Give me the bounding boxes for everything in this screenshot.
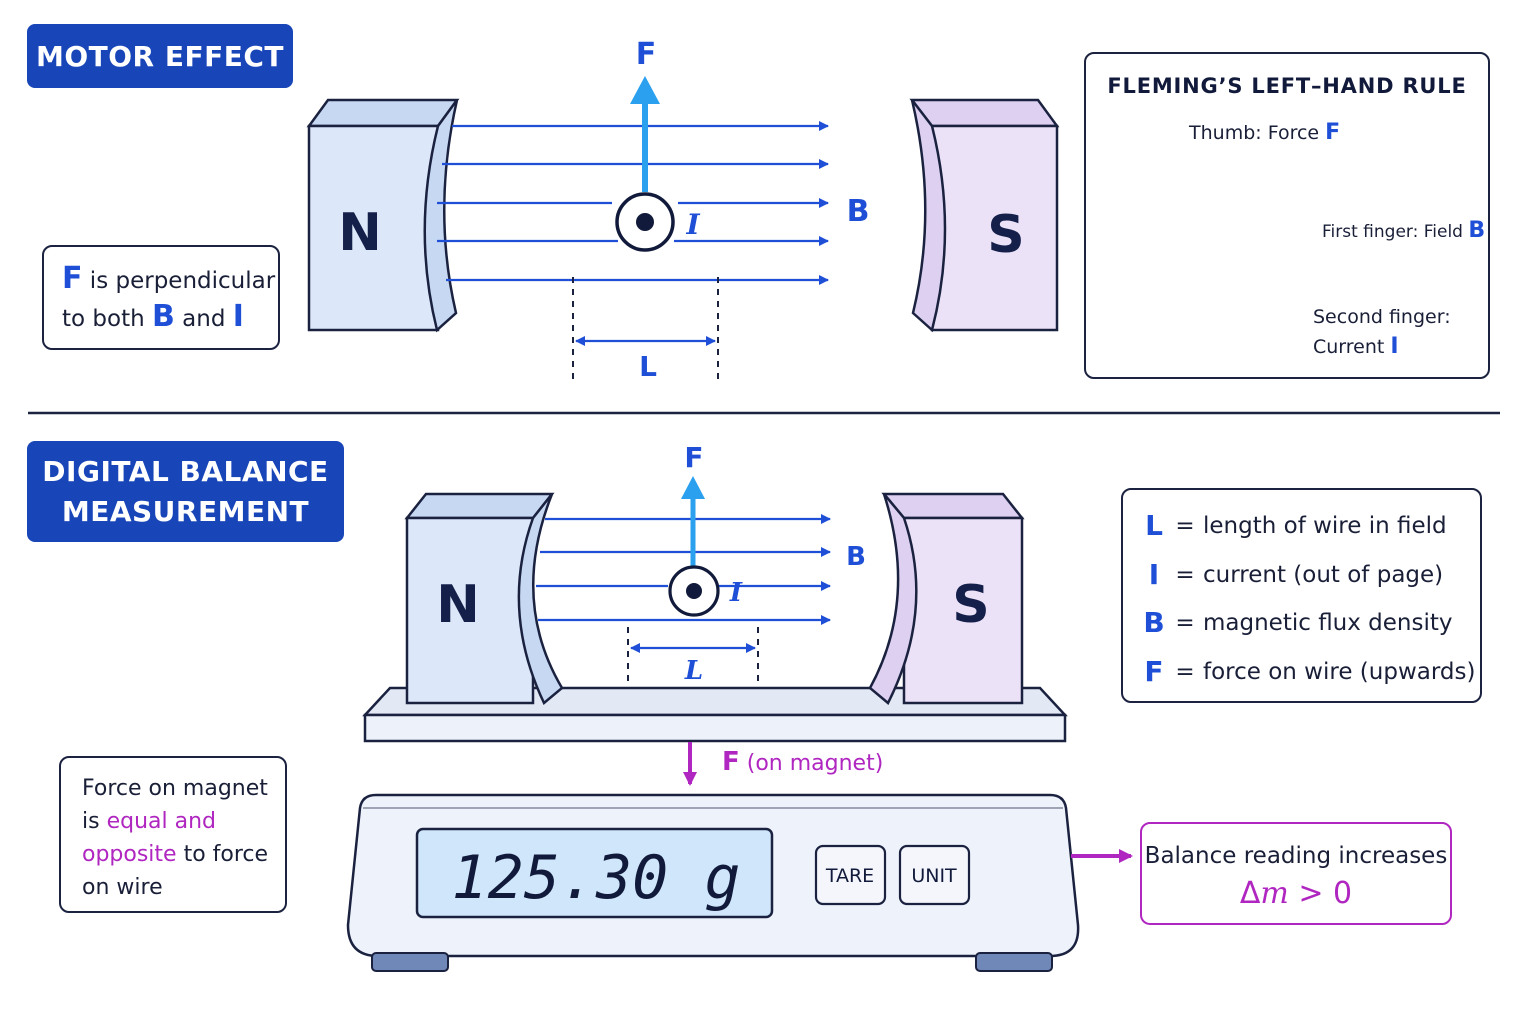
reading-text: Balance reading increases [1144, 843, 1448, 869]
legend-row: F=force on wire (upwards) [1144, 654, 1476, 688]
force-label-balance: F [684, 441, 703, 474]
field-label-balance: B [846, 542, 866, 572]
force-on-magnet-note: Force on magnet is equal and opposite to… [59, 756, 287, 913]
force-label: F [636, 37, 657, 72]
field-label: B [847, 194, 870, 229]
south-label: S [987, 205, 1024, 265]
legend-row: L=length of wire in field [1145, 509, 1447, 543]
perp-text2: to both [62, 306, 152, 332]
balance-measurement-title: DIGITAL BALANCE MEASUREMENT [27, 441, 344, 542]
current-label-balance: I [729, 578, 743, 608]
magnet-force-label: F (on magnet) [722, 747, 883, 777]
perpendicular-note: F is perpendicular to both B and I [42, 245, 280, 350]
length-dimension [572, 277, 719, 384]
motor-effect-title: MOTOR EFFECT [27, 24, 293, 88]
balance-display [415, 827, 774, 919]
field-lines-balance [536, 514, 831, 625]
length-label: L [639, 350, 657, 383]
balance-title-line2: MEASUREMENT [61, 494, 310, 528]
legend-row: B=magnetic flux density [1143, 606, 1453, 640]
perp-text1: is perpendicular [82, 268, 276, 294]
reading-formula: Δm > 0 [1239, 876, 1353, 911]
second-finger-label: Second finger: Current I [1313, 306, 1451, 359]
south-magnet-balance: S [868, 492, 1025, 705]
tare-button[interactable]: TARE [814, 844, 887, 906]
wire-cross-section-balance [668, 565, 720, 617]
unit-button[interactable]: UNIT [898, 844, 971, 906]
field-lines [437, 121, 829, 285]
force-arrow-balance [681, 476, 705, 566]
perp-i: I [232, 299, 244, 334]
perp-f: F [62, 261, 83, 296]
digital-balance: 125.30 g [346, 793, 1080, 972]
perp-b: B [151, 299, 175, 334]
svg-text:TARE: TARE [825, 865, 874, 887]
current-label: I [685, 208, 700, 241]
fleming-rule-panel: FLEMING’S LEFT–HAND RULE Thumb: Force F … [1084, 52, 1490, 379]
south-label-balance: S [952, 575, 989, 635]
svg-text:UNIT: UNIT [911, 865, 957, 887]
balance-reading: 125.30 g [452, 843, 741, 913]
length-label-balance: L [684, 656, 703, 686]
force-arrow [630, 76, 660, 192]
length-dimension-balance [627, 627, 759, 686]
north-magnet-balance: N [404, 492, 564, 705]
symbol-legend: L=length of wire in field I=current (out… [1121, 488, 1482, 703]
fleming-title: FLEMING’S LEFT–HAND RULE [1107, 74, 1467, 98]
thumb-label: Thumb: Force F [1189, 120, 1341, 145]
balance-title-line1: DIGITAL BALANCE [42, 454, 329, 488]
north-label: N [338, 203, 382, 263]
legend-row: I=current (out of page) [1148, 557, 1444, 591]
perp-and: and [174, 306, 233, 332]
north-magnet: N [306, 98, 460, 333]
reading-increase-box: Balance reading increases Δm > 0 [1140, 822, 1452, 925]
wire-cross-section [615, 192, 675, 252]
first-finger-label: First finger: Field B [1322, 218, 1486, 243]
north-label-balance: N [436, 575, 480, 635]
south-magnet: S [909, 98, 1060, 333]
